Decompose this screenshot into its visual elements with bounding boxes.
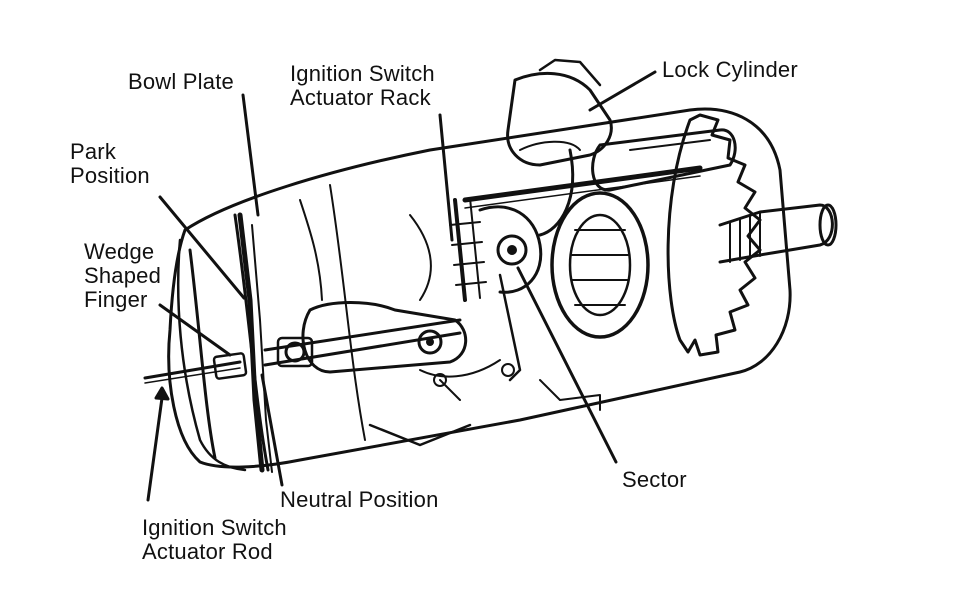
label-bowl-plate-text: Bowl Plate	[128, 69, 234, 94]
label-neutral-position-text: Neutral Position	[280, 487, 439, 512]
leader-sector	[516, 266, 618, 464]
actuator-link	[263, 301, 468, 374]
switch-cylinder	[550, 191, 650, 339]
leader-wedge-finger	[158, 303, 232, 357]
actuator-rod	[143, 352, 248, 384]
label-ignition-switch-actuator-rod: Ignition Switch Actuator Rod	[142, 516, 287, 564]
leader-lock-cylinder	[588, 70, 657, 112]
label-bowl-plate: Bowl Plate	[128, 70, 234, 94]
leader-bowl-plate	[241, 93, 260, 217]
label-actuator-rod-line-1: Ignition Switch	[142, 515, 287, 540]
actuator-rack	[449, 197, 487, 302]
lower-details	[433, 373, 601, 411]
lock-shaft	[462, 165, 703, 209]
arrow-actuator-rod	[154, 386, 170, 401]
label-wedge-line-3: Finger	[84, 287, 148, 312]
label-sector-text: Sector	[622, 467, 687, 492]
label-actuator-rack-line-2: Actuator Rack	[290, 85, 431, 110]
label-wedge-shaped-finger: Wedge Shaped Finger	[84, 240, 161, 312]
label-park-position: Park Position	[70, 140, 150, 188]
sector-gear	[478, 205, 543, 382]
label-wedge-line-1: Wedge	[84, 239, 155, 264]
column-housing	[167, 107, 792, 472]
leader-actuator-rod	[146, 396, 164, 502]
label-neutral-position: Neutral Position	[280, 488, 439, 512]
label-lock-cylinder: Lock Cylinder	[662, 58, 798, 82]
label-actuator-rack-line-1: Ignition Switch	[290, 61, 435, 86]
label-ignition-switch-actuator-rack: Ignition Switch Actuator Rack	[290, 62, 435, 110]
label-lock-cylinder-text: Lock Cylinder	[662, 57, 798, 82]
leader-neutral-position	[260, 373, 284, 487]
leader-lines	[146, 70, 657, 502]
label-actuator-rod-line-2: Actuator Rod	[142, 539, 273, 564]
label-park-position-line-1: Park	[70, 139, 117, 164]
leader-actuator-rack	[438, 113, 454, 242]
label-sector: Sector	[622, 468, 687, 492]
lock-cylinder-housing	[506, 58, 737, 237]
label-wedge-line-2: Shaped	[84, 263, 162, 288]
toothed-end-plate	[666, 113, 762, 357]
label-park-position-line-2: Position	[70, 163, 150, 188]
output-shaft	[718, 203, 838, 264]
bowl-plate	[176, 212, 273, 473]
leader-park-position	[158, 195, 246, 300]
